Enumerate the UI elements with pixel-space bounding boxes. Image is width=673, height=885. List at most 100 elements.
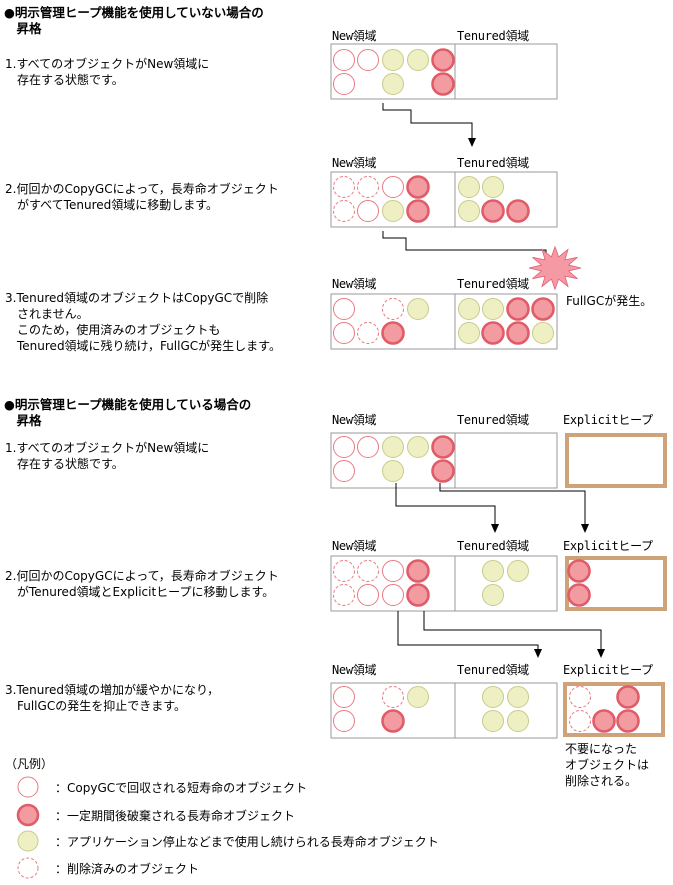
- s2-tenured-label-1: Tenured領域: [457, 413, 529, 427]
- deleted-object: [357, 176, 379, 198]
- legend-text-app: ：アプリケーション停止などまで使用し続けられる長寿命オブジェクト: [55, 835, 439, 849]
- app-lifetime-object: [382, 49, 404, 71]
- section1-step3-text: 3.Tenured領域のオブジェクトはCopyGCで削除 されません。 このため…: [5, 291, 281, 353]
- removed-note: 不要になった オブジェクトは 削除される。: [565, 742, 650, 788]
- s2-explicit-label-1: Explicitヒープ: [563, 413, 653, 427]
- short-lived-object: [333, 322, 355, 344]
- arrow-head: [581, 524, 589, 533]
- section2-step3-text: 3.Tenured領域の増加が緩やかになり， FullGCの発生を抑止できます。: [5, 683, 220, 713]
- app-lifetime-object: [407, 49, 429, 71]
- tenured-area-box: [454, 682, 558, 739]
- short-lived-object: [333, 686, 355, 708]
- s2-tenured-label-3: Tenured領域: [457, 663, 529, 677]
- short-lived-object: [357, 200, 379, 222]
- app-lifetime-object: [382, 73, 404, 95]
- legend-text-long: ：一定期間後破棄される長寿命オブジェクト: [55, 809, 296, 823]
- deleted-object: [333, 176, 355, 198]
- s2-new-label-1: New領域: [332, 413, 377, 427]
- short-lived-object: [357, 436, 379, 458]
- tenured-area-box: [454, 43, 558, 100]
- short-lived-object: [357, 584, 379, 606]
- long-lived-object: [567, 583, 591, 607]
- short-lived-object: [333, 436, 355, 458]
- long-lived-object: [431, 435, 455, 459]
- deleted-object: [357, 560, 379, 582]
- app-lifetime-object: [458, 176, 480, 198]
- s2-tenured-label-2: Tenured領域: [457, 539, 529, 553]
- long-lived-object: [616, 709, 640, 733]
- s1-tenured-label-2: Tenured領域: [457, 156, 529, 170]
- app-lifetime-object: [482, 176, 504, 198]
- deleted-object: [333, 560, 355, 582]
- arrow-head: [534, 649, 542, 658]
- section2-step1-text: 1.すべてのオブジェクトがNew領域に 存在する状態です。: [5, 441, 210, 471]
- app-lifetime-object: [482, 686, 504, 708]
- short-lived-object: [382, 584, 404, 606]
- long-lived-object: [431, 48, 455, 72]
- tenured-area-box: [454, 432, 558, 489]
- deleted-object: [382, 298, 404, 320]
- arrow-head: [468, 138, 476, 147]
- app-lifetime-object: [407, 298, 429, 320]
- app-lifetime-object: [507, 686, 529, 708]
- legend-text-deleted: ：削除済みのオブジェクト: [55, 862, 200, 876]
- short-lived-object: [333, 460, 355, 482]
- flow-connector: [397, 611, 539, 651]
- short-lived-object: [333, 710, 355, 732]
- app-lifetime-object: [458, 200, 480, 222]
- long-lived-object: [506, 297, 530, 321]
- long-lived-object: [531, 297, 555, 321]
- short-lived-object: [357, 49, 379, 71]
- short-lived-object: [382, 176, 404, 198]
- app-lifetime-object: [458, 298, 480, 320]
- long-lived-object: [431, 72, 455, 96]
- deleted-object: [569, 710, 591, 732]
- flow-connector: [423, 611, 602, 651]
- short-lived-object: [333, 73, 355, 95]
- fullgc-note: FullGCが発生。: [566, 294, 653, 308]
- s2-explicit-label-2: Explicitヒープ: [563, 539, 653, 553]
- app-lifetime-object: [507, 710, 529, 732]
- s1-new-label-2: New領域: [332, 156, 377, 170]
- tenured-area-box: [454, 555, 558, 612]
- deleted-object: [382, 686, 404, 708]
- app-lifetime-object: [458, 322, 480, 344]
- long-lived-object: [567, 559, 591, 583]
- long-lived-object: [406, 583, 430, 607]
- s1-tenured-label-1: Tenured領域: [457, 29, 529, 43]
- long-lived-object: [506, 321, 530, 345]
- flow-connector: [382, 103, 473, 140]
- legend-text-short: ：CopyGCで回収される短寿命のオブジェクト: [55, 781, 308, 795]
- long-lived-object: [381, 709, 405, 733]
- short-lived-object: [333, 49, 355, 71]
- section1-heading: ●明示管理ヒープ機能を使用していない場合の 昇格: [4, 5, 264, 36]
- deleted-object: [569, 686, 591, 708]
- long-lived-object: [506, 199, 530, 223]
- app-lifetime-object: [482, 584, 504, 606]
- app-lifetime-object: [407, 436, 429, 458]
- short-lived-object: [17, 776, 39, 798]
- long-lived-object: [592, 709, 616, 733]
- app-lifetime-object: [532, 322, 554, 344]
- s2-new-label-3: New領域: [332, 663, 377, 677]
- long-lived-object: [481, 199, 505, 223]
- long-lived-object: [406, 175, 430, 199]
- s2-explicit-label-3: Explicitヒープ: [563, 663, 653, 677]
- s2-new-label-2: New領域: [332, 539, 377, 553]
- long-lived-object: [406, 199, 430, 223]
- flow-connector: [439, 483, 586, 526]
- app-lifetime-object: [482, 710, 504, 732]
- section1-step1-text: 1.すべてのオブジェクトがNew領域に 存在する状態です。: [5, 57, 210, 87]
- app-lifetime-object: [382, 200, 404, 222]
- long-lived-object: [406, 559, 430, 583]
- app-lifetime-object: [507, 560, 529, 582]
- section2-step2-text: 2.何回かのCopyGCによって，長寿命オブジェクト がTenured領域とEx…: [5, 569, 279, 599]
- flow-connector: [382, 231, 547, 262]
- explicit-heap-box: [565, 433, 667, 488]
- fullgc-explosion-icon: [528, 245, 582, 291]
- arrow-head: [597, 649, 605, 658]
- explicit-heap-box: [563, 682, 665, 737]
- deleted-object: [17, 857, 39, 879]
- app-lifetime-object: [482, 560, 504, 582]
